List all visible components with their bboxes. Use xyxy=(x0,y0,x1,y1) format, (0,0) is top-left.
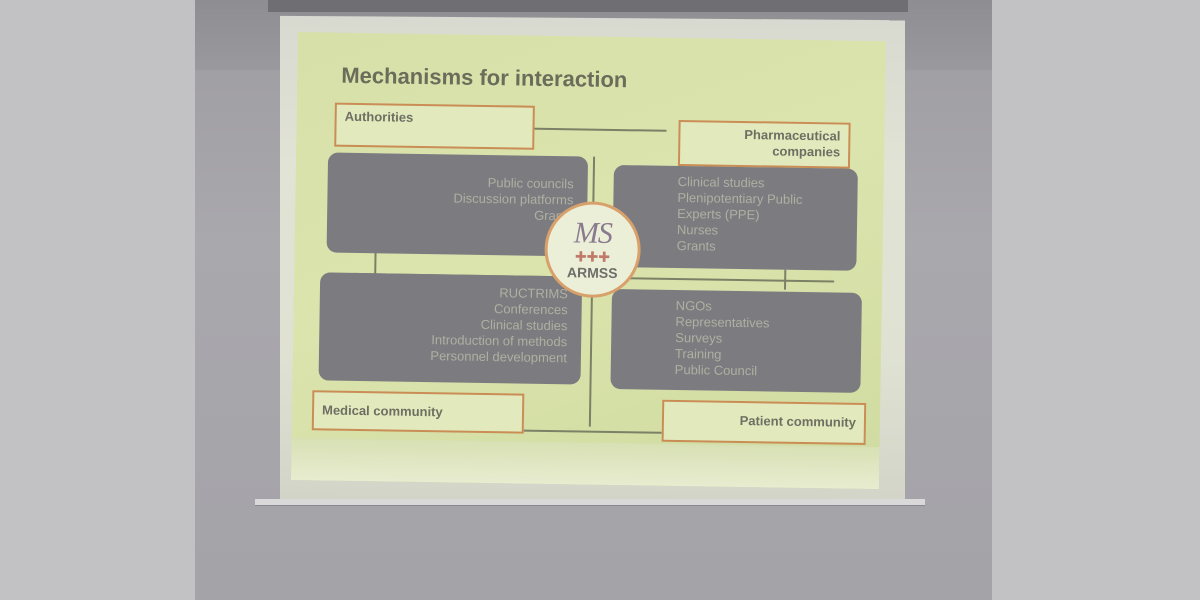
authorities-label: Authorities xyxy=(344,108,414,125)
logo-ms-mark: MS xyxy=(573,216,613,250)
logo-cross-icon: ✚✚✚ xyxy=(574,248,611,265)
projected-slide: Mechanisms for interaction Authorities P… xyxy=(290,32,886,490)
patient-panel: NGOs Representatives Surveys Training Pu… xyxy=(610,288,862,393)
medical-panel: RUCTRIMS Conferences Clinical studies In… xyxy=(318,272,583,385)
patient-item: Public Council xyxy=(674,361,758,379)
patient-label: Patient community xyxy=(739,412,857,430)
projection-screen-bottom-bar xyxy=(255,499,925,506)
pharma-panel: Clinical studies Plenipotentiary Public … xyxy=(612,164,858,271)
authorities-label-box: Authorities xyxy=(334,102,535,150)
medical-item: Personnel development xyxy=(430,348,568,366)
pharma-item: Grants xyxy=(676,237,716,254)
projector-screen-case xyxy=(268,0,908,12)
medical-label: Medical community xyxy=(321,402,443,420)
pharma-label-line2: companies xyxy=(772,143,841,160)
pharma-label-box: Pharmaceutical companies xyxy=(677,119,851,169)
armss-logo: MS ✚✚✚ ARMSS xyxy=(543,200,642,299)
patient-label-box: Patient community xyxy=(661,399,867,445)
slide-title: Mechanisms for interaction xyxy=(341,62,628,93)
logo-name: ARMSS xyxy=(566,264,618,282)
authorities-item: Grants xyxy=(534,207,574,224)
medical-label-box: Medical community xyxy=(311,390,525,434)
